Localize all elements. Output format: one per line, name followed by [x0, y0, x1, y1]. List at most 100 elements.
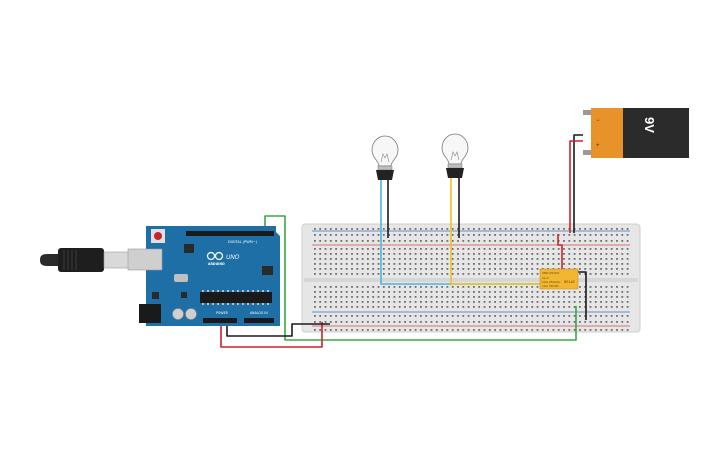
breadboard-hole — [589, 306, 592, 308]
light-bulb-icon[interactable] — [371, 135, 399, 180]
breadboard-hole — [579, 329, 581, 331]
breadboard-hole — [430, 258, 433, 260]
breadboard-hole — [563, 301, 565, 303]
breadboard-hole — [441, 253, 443, 255]
breadboard-hole — [589, 268, 592, 270]
breadboard-hole — [435, 248, 438, 250]
arduino-uno-board[interactable]: DIGITAL (PWM~) ARDUINO UNO POWER ANALOG … — [127, 226, 280, 326]
breadboard-hole — [372, 263, 375, 265]
breadboard-hole — [547, 315, 549, 317]
breadboard-hole — [531, 248, 534, 250]
breadboard-hole — [531, 253, 534, 255]
relay-text-4: 10A 30VDC — [542, 284, 559, 288]
breadboard-hole — [568, 291, 571, 293]
breadboard-hole — [377, 321, 380, 323]
breadboard-hole — [356, 296, 359, 298]
breadboard-hole — [600, 253, 602, 255]
breadboard-hole — [335, 228, 337, 230]
breadboard-hole — [329, 248, 332, 250]
breadboard-hole — [329, 286, 332, 288]
breadboard-hole — [324, 248, 327, 250]
breadboard-hole — [335, 258, 337, 260]
breadboard-hole — [563, 228, 565, 230]
usb-plug-icon[interactable] — [40, 248, 131, 272]
battery-9v-icon[interactable]: − + 9V — [583, 108, 689, 158]
breadboard-hole — [462, 306, 465, 308]
breadboard-hole — [425, 248, 428, 250]
breadboard-hole — [584, 286, 587, 288]
breadboard-hole — [488, 296, 491, 298]
breadboard-hole — [319, 321, 322, 323]
breadboard-hole — [382, 258, 385, 260]
breadboard-hole — [563, 248, 565, 250]
breadboard-hole — [430, 268, 433, 270]
breadboard-hole — [329, 234, 332, 236]
breadboard-hole — [351, 306, 353, 308]
breadboard-hole — [314, 273, 316, 275]
breadboard-hole — [345, 286, 348, 288]
breadboard-hole — [467, 253, 470, 255]
breadboard-hole — [314, 240, 316, 242]
chip-pin — [217, 303, 219, 305]
breadboard-hole — [515, 315, 518, 317]
breadboard-hole — [478, 228, 481, 230]
breadboard-hole — [499, 315, 502, 317]
breadboard-hole — [600, 306, 602, 308]
breadboard-hole — [520, 263, 523, 265]
reset-button[interactable] — [154, 232, 162, 240]
breadboard-hole — [409, 315, 412, 317]
breadboard-hole — [324, 263, 327, 265]
analog-header — [244, 318, 274, 323]
breadboard-hole — [488, 273, 491, 275]
breadboard-hole — [483, 291, 486, 293]
breadboard-hole — [324, 329, 327, 331]
light-bulb-icon[interactable] — [441, 133, 469, 178]
breadboard-hole — [510, 329, 512, 331]
breadboard-hole — [584, 321, 587, 323]
breadboard-hole — [510, 291, 512, 293]
breadboard-hole — [621, 306, 624, 308]
breadboard-hole — [404, 321, 406, 323]
breadboard-hole — [584, 315, 587, 317]
breadboard-hole — [340, 296, 343, 298]
breadboard-hole — [345, 329, 348, 331]
breadboard-hole — [404, 291, 406, 293]
breadboard-hole — [526, 268, 528, 270]
breadboard-hole — [425, 234, 428, 236]
breadboard-hole — [367, 306, 369, 308]
breadboard-hole — [494, 240, 496, 242]
breadboard-hole — [573, 291, 576, 293]
breadboard-hole — [388, 306, 390, 308]
breadboard-hole — [499, 301, 502, 303]
breadboard-hole — [499, 258, 502, 260]
arduino-usb-jack — [127, 248, 163, 271]
breadboard-hole — [446, 315, 449, 317]
usb-plug-metal — [103, 251, 131, 269]
relay-icon[interactable]: SRD-05VDC SL-C 10A 250VAC 10A 30VDC RELA… — [539, 268, 579, 290]
breadboard-hole — [345, 258, 348, 260]
breadboard-hole — [473, 291, 475, 293]
breadboard-hole — [361, 291, 364, 293]
breadboard-hole — [388, 248, 390, 250]
breadboard-hole — [594, 315, 597, 317]
breadboard-hole — [314, 296, 316, 298]
breadboard-hole — [494, 253, 496, 255]
breadboard-hole — [515, 296, 518, 298]
breadboard-hole — [340, 273, 343, 275]
chip-pin — [242, 290, 244, 292]
breadboard-hole — [626, 268, 629, 270]
breadboard-hole — [414, 301, 417, 303]
breadboard-hole — [547, 296, 549, 298]
breadboard-hole — [335, 263, 337, 265]
breadboard-hole — [504, 286, 507, 288]
breadboard-hole — [616, 228, 618, 230]
breadboard-hole — [499, 240, 502, 242]
breadboard-hole — [382, 301, 385, 303]
breadboard-hole — [324, 321, 327, 323]
breadboard-hole — [568, 315, 571, 317]
breadboard-hole — [499, 268, 502, 270]
breadboard-hole — [382, 268, 385, 270]
breadboard-hole — [457, 253, 459, 255]
breadboard-hole — [536, 273, 539, 275]
breadboard-hole — [340, 268, 343, 270]
